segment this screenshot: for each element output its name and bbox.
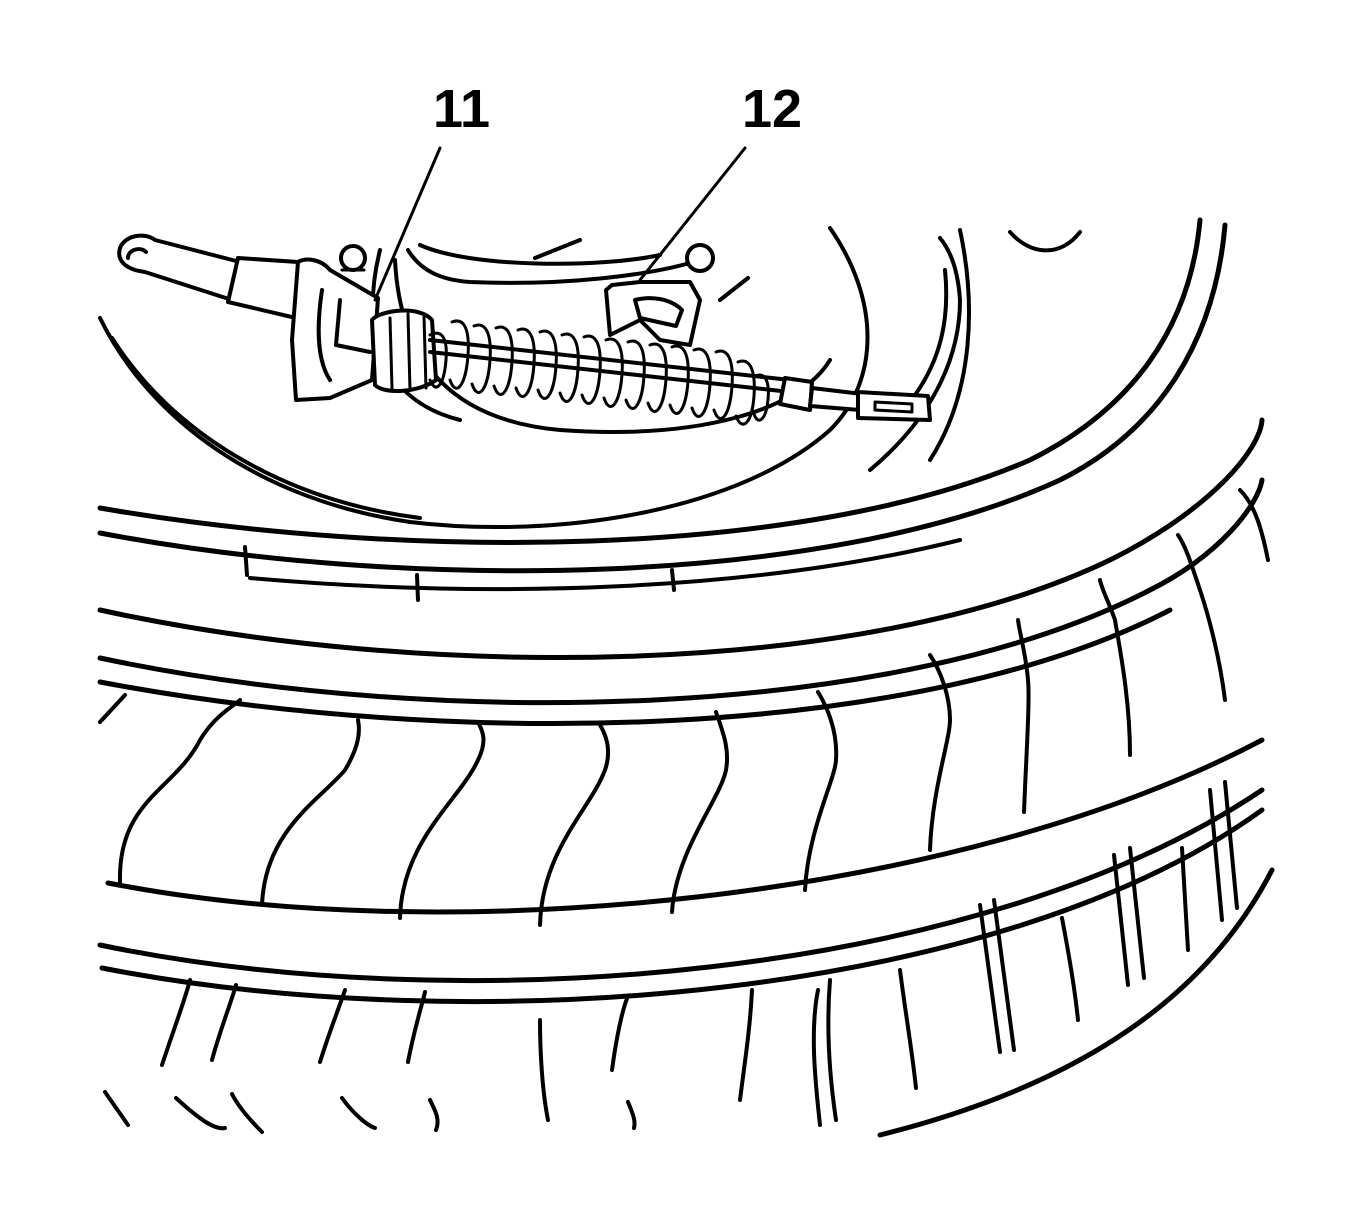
parking-brake-cable-end-icon xyxy=(117,233,438,402)
callout-11-label: 11 xyxy=(433,79,490,139)
return-spring-bracket-icon xyxy=(428,243,932,426)
coil-spring xyxy=(428,319,770,426)
callout-11-leader xyxy=(373,146,442,302)
callout-12-leader xyxy=(638,146,747,282)
callout-12-label: 12 xyxy=(742,79,802,139)
tire-tread-icon xyxy=(97,217,1275,1138)
